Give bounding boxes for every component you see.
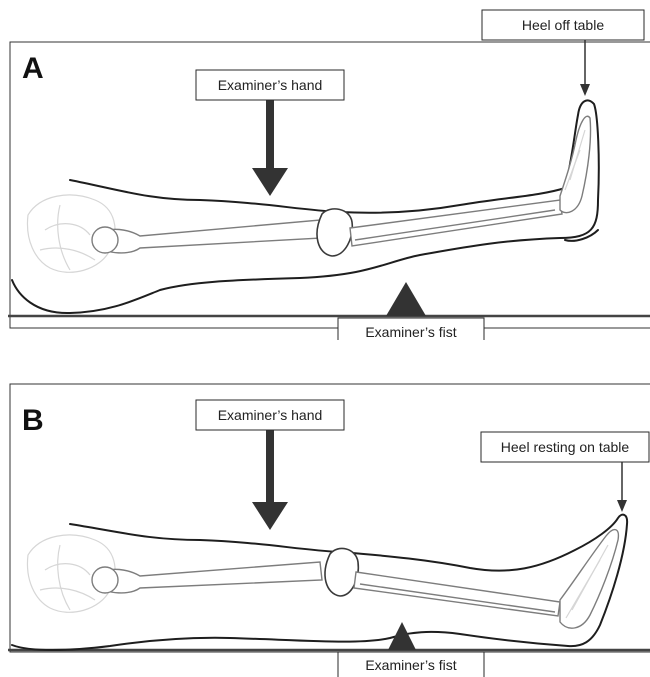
panel-b-hand-arrow: [252, 430, 288, 530]
panel-b-tibia: [354, 572, 560, 616]
panel-a-heel-arrow: [580, 40, 590, 96]
panel-b-fist-label: Examiner’s fist: [338, 652, 484, 677]
panel-b-foot-bones: [560, 530, 618, 629]
svg-text:Examiner’s hand: Examiner’s hand: [218, 407, 323, 423]
panel-a-hand-arrow: [252, 98, 288, 196]
panel-b-heel-label: Heel resting on table: [481, 432, 649, 462]
panel-a-femur: [92, 220, 322, 253]
panel-b-letter: B: [22, 404, 44, 437]
panel-b: B Examiner’s hand Heel resting on table …: [0, 340, 650, 677]
panel-b-knee: [325, 548, 358, 596]
panel-a-diagram: A Examiner’s hand Heel off table Examine…: [0, 0, 650, 340]
svg-text:Examiner’s fist: Examiner’s fist: [365, 657, 456, 673]
panel-a-hand-label: Examiner’s hand: [196, 70, 344, 100]
panel-a-fist-label: Examiner’s fist: [338, 318, 484, 340]
panel-a: A Examiner’s hand Heel off table Examine…: [0, 0, 650, 340]
panel-b-diagram: B Examiner’s hand Heel resting on table …: [0, 340, 650, 677]
panel-a-fist-triangle: [386, 282, 426, 316]
panel-b-heel-arrow: [617, 462, 627, 512]
svg-text:Heel off table: Heel off table: [522, 17, 604, 33]
panel-a-letter: A: [22, 52, 44, 85]
panel-b-fist-triangle: [388, 622, 416, 650]
panel-b-femur: [92, 562, 322, 593]
svg-text:Heel resting on table: Heel resting on table: [501, 439, 630, 455]
panel-b-hand-label: Examiner’s hand: [196, 400, 344, 430]
svg-text:Examiner’s fist: Examiner’s fist: [365, 324, 456, 340]
panel-a-heel-label: Heel off table: [482, 10, 644, 40]
svg-text:Examiner’s hand: Examiner’s hand: [218, 77, 323, 93]
panel-a-knee: [317, 209, 352, 256]
